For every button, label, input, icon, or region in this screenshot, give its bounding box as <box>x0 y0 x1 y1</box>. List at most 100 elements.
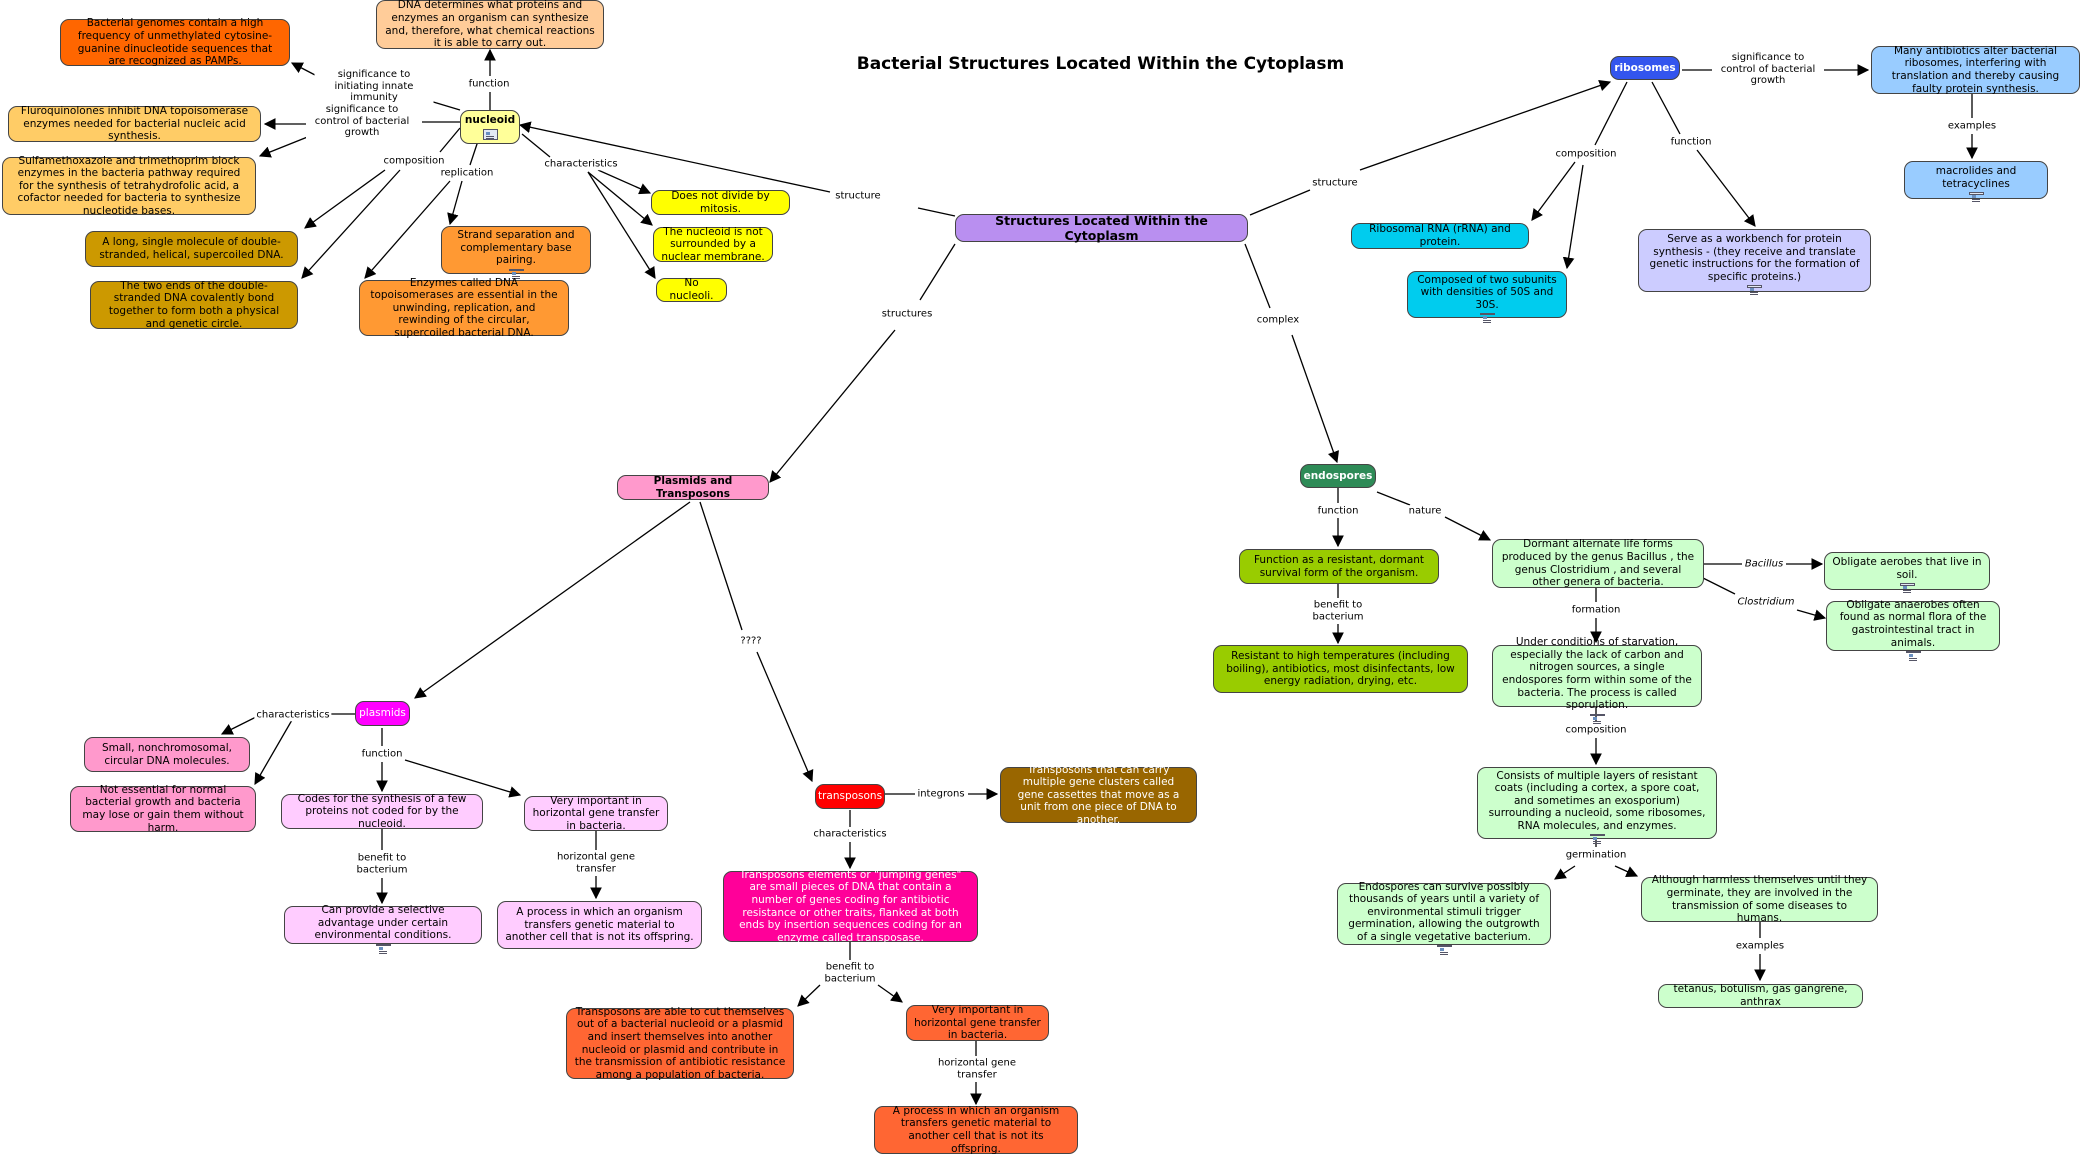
label-benefit-transposons: benefit to bacterium <box>822 961 878 985</box>
page-title: Bacterial Structures Located Within the … <box>856 54 1345 74</box>
node-selective-adv[interactable]: Can provide a selective advantage under … <box>284 904 482 952</box>
node-starvation[interactable]: Under conditions of starvation, especial… <box>1492 636 1702 722</box>
node-no-membrane[interactable]: The nucleoid is not surrounded by a nucl… <box>653 226 773 263</box>
label-structure-right: structure <box>1310 177 1360 189</box>
label-composition-ribo: composition <box>1553 148 1619 160</box>
node-no-nucleoli[interactable]: No nucleoli. <box>656 277 727 302</box>
node-topoisomerases[interactable]: Enzymes called DNA topoisomerases are es… <box>359 277 569 339</box>
link-jumping-benefit <box>877 984 903 1003</box>
node-not-essential[interactable]: Not essential for normal bacterial growt… <box>70 784 256 834</box>
node-fluoroquinolones[interactable]: Fluroquinolones inhibit DNA topoisomeras… <box>8 105 261 142</box>
node-starvation-text: Under conditions of starvation, especial… <box>1502 636 1692 712</box>
link-ribo-composition <box>1531 161 1576 221</box>
node-plasmids-text: plasmids <box>359 707 406 720</box>
node-cut-themselves[interactable]: Transposons are able to cut themselves o… <box>566 1005 794 1081</box>
link-dormant-clostridium <box>1796 609 1827 621</box>
link-pt-plasmids <box>414 501 691 699</box>
node-dormant-text: Dormant alternate life forms produced by… <box>1501 538 1695 589</box>
link-main-structure-left <box>518 121 831 193</box>
node-no-mitosis[interactable]: Does not divide by mitosis. <box>651 190 790 215</box>
note-icon[interactable] <box>375 943 391 952</box>
node-process-p-text: A process in which an organism transfers… <box>505 906 694 944</box>
label-bacillus: Bacillus <box>1742 558 1786 570</box>
label-examples-endo: examples <box>1733 940 1787 952</box>
node-subunits-text: Composed of two subunits with densities … <box>1417 273 1557 311</box>
note-icon[interactable] <box>1589 834 1605 843</box>
link-main-structure-right <box>1249 189 1311 216</box>
node-antibiotics[interactable]: Many antibiotics alter bacterial ribosom… <box>1871 45 2080 95</box>
node-survival[interactable]: Function as a resistant, dormant surviva… <box>1239 549 1439 584</box>
node-very-important-t[interactable]: Very important in horizontal gene transf… <box>906 1004 1049 1041</box>
link-pt-qqqq <box>756 651 814 783</box>
link-main-structures <box>769 329 896 483</box>
label-benefit-endo: benefit to bacterium <box>1310 599 1366 623</box>
node-small-circular[interactable]: Small, nonchromosomal, circular DNA mole… <box>84 737 250 772</box>
node-harmless-text: Although harmless themselves until they … <box>1651 874 1868 925</box>
link-main-complex <box>1244 243 1271 309</box>
note-icon[interactable] <box>1589 713 1605 722</box>
node-survive-years[interactable]: Endospores can survive possibly thousand… <box>1337 880 1551 954</box>
node-macrolides[interactable]: macrolides and tetracyclines <box>1904 161 2048 200</box>
label-sig-ribo: significance to control of bacterial gro… <box>1712 51 1824 87</box>
node-small-circular-text: Small, nonchromosomal, circular DNA mole… <box>102 741 232 767</box>
node-harmless[interactable]: Although harmless themselves until they … <box>1641 874 1878 925</box>
label-benefit-plasmids: benefit to bacterium <box>354 852 410 876</box>
node-subunits[interactable]: Composed of two subunits with densities … <box>1407 271 1567 322</box>
node-strand-sep[interactable]: Strand separation and complementary base… <box>441 226 591 277</box>
note-icon[interactable] <box>1436 945 1452 954</box>
label-formation: formation <box>1569 604 1623 616</box>
node-jumping-genes[interactable]: Transposons elements or "jumping genes" … <box>723 869 978 944</box>
node-cut-themselves-text: Transposons are able to cut themselves o… <box>574 1005 786 1081</box>
link-pt-qqqq <box>699 501 743 631</box>
node-very-important-p[interactable]: Very important in horizontal gene transf… <box>524 795 668 832</box>
note-icon[interactable] <box>1479 313 1495 322</box>
node-two-ends[interactable]: The two ends of the double-stranded DNA … <box>90 280 298 330</box>
note-icon[interactable] <box>1899 583 1915 591</box>
label-examples-ribo: examples <box>1945 120 1999 132</box>
node-process-t-text: A process in which an organism transfers… <box>892 1104 1060 1154</box>
node-anaerobes[interactable]: Obligate anaerobes often found as normal… <box>1826 599 2000 660</box>
link-endo-nature <box>1444 516 1492 541</box>
node-macrolides-text: macrolides and tetracyclines <box>1935 165 2017 190</box>
note-icon[interactable] <box>1968 192 1984 200</box>
node-resistant-high[interactable]: Resistant to high temperatures (includin… <box>1213 645 1468 693</box>
node-dna-function[interactable]: DNA determines what proteins and enzymes… <box>376 0 604 49</box>
node-transposons[interactable]: transposons <box>815 784 885 809</box>
node-plasmids-transposons[interactable]: Plasmids and Transposons <box>617 475 769 500</box>
node-process-p[interactable]: A process in which an organism transfers… <box>497 901 702 949</box>
node-dormant[interactable]: Dormant alternate life forms produced by… <box>1492 538 1704 589</box>
node-bacterial-genomes-text: Bacterial genomes contain a high frequen… <box>77 17 273 68</box>
node-single-molecule[interactable]: A long, single molecule of double-strand… <box>85 231 298 267</box>
node-strand-sep-text: Strand separation and complementary base… <box>457 229 575 267</box>
node-tetanus[interactable]: tetanus, botulism, gas gangrene, anthrax <box>1658 983 1863 1008</box>
link-plasmids-characteristics <box>220 715 259 735</box>
note-icon[interactable] <box>482 128 498 140</box>
note-icon[interactable] <box>1747 285 1762 293</box>
node-ribosomes[interactable]: ribosomes <box>1610 56 1680 80</box>
node-plasmids[interactable]: plasmids <box>355 701 410 726</box>
node-resistant-high-text: Resistant to high temperatures (includin… <box>1226 650 1455 688</box>
node-tetanus-text: tetanus, botulism, gas gangrene, anthrax <box>1673 983 1848 1008</box>
node-codes-synthesis[interactable]: Codes for the synthesis of a few protein… <box>281 793 483 830</box>
node-bacterial-genomes[interactable]: Bacterial genomes contain a high frequen… <box>60 17 290 68</box>
note-icon[interactable] <box>1905 651 1921 660</box>
node-main[interactable]: Structures Located Within the Cytoplasm <box>955 213 1248 243</box>
node-endospores[interactable]: endospores <box>1300 464 1376 488</box>
node-sulfamethoxazole[interactable]: Sulfamethoxazole and trimethoprim block … <box>2 155 256 217</box>
node-aerobes[interactable]: Obligate aerobes that live in soil. <box>1824 552 1990 591</box>
link-ribo-function <box>1696 149 1756 227</box>
node-workbench[interactable]: Serve as a workbench for protein synthes… <box>1638 229 1871 293</box>
link-plasmids-characteristics <box>254 719 293 786</box>
label-characteristics-plasmids: characteristics <box>254 709 332 721</box>
node-transposons-carry[interactable]: Transposons that can carry multiple gene… <box>1000 764 1197 826</box>
node-rrna[interactable]: Ribosomal RNA (rRNA) and protein. <box>1351 223 1529 249</box>
note-icon[interactable] <box>508 268 524 277</box>
label-nature: nature <box>1406 505 1444 517</box>
node-nucleoid[interactable]: nucleoid <box>460 110 520 144</box>
node-process-t[interactable]: A process in which an organism transfers… <box>874 1104 1078 1154</box>
label-structures: structures <box>879 308 935 320</box>
link-nucleoid-composition <box>304 169 386 229</box>
node-rrna-text: Ribosomal RNA (rRNA) and protein. <box>1369 223 1511 248</box>
node-survive-years-text: Endospores can survive possibly thousand… <box>1348 880 1540 943</box>
node-layers[interactable]: Consists of multiple layers of resistant… <box>1477 767 1717 843</box>
